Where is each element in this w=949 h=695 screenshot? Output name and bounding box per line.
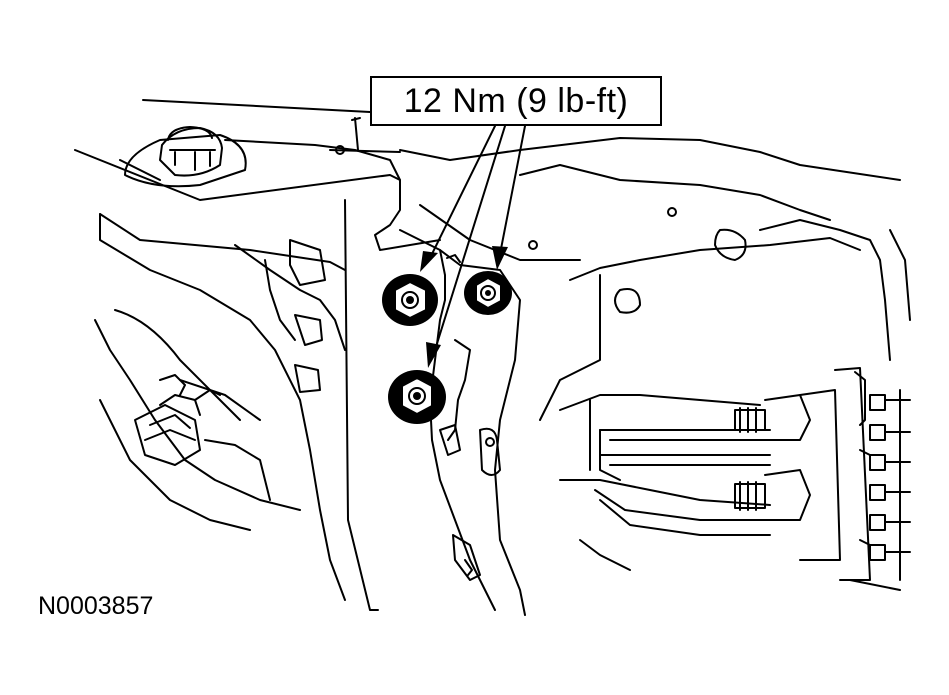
filler-cap [125,127,246,186]
arrow-head-lower [426,342,441,368]
figure-id: N0003857 [38,592,154,620]
upper-support-panel [75,100,900,270]
lower-nut [388,370,446,424]
right-component-assembly [540,220,910,590]
arrow-head-upper-left [420,251,438,272]
electrical-connector [135,390,220,465]
torque-callout: 12 Nm (9 lb-ft) [370,76,662,126]
leader-lines [430,126,525,350]
upper-left-nut [382,274,438,326]
upper-right-nut [464,271,512,315]
arrow-head-upper-right [492,246,508,270]
torque-label: 12 Nm (9 lb-ft) [403,81,629,120]
headlamp-housing [95,214,345,600]
